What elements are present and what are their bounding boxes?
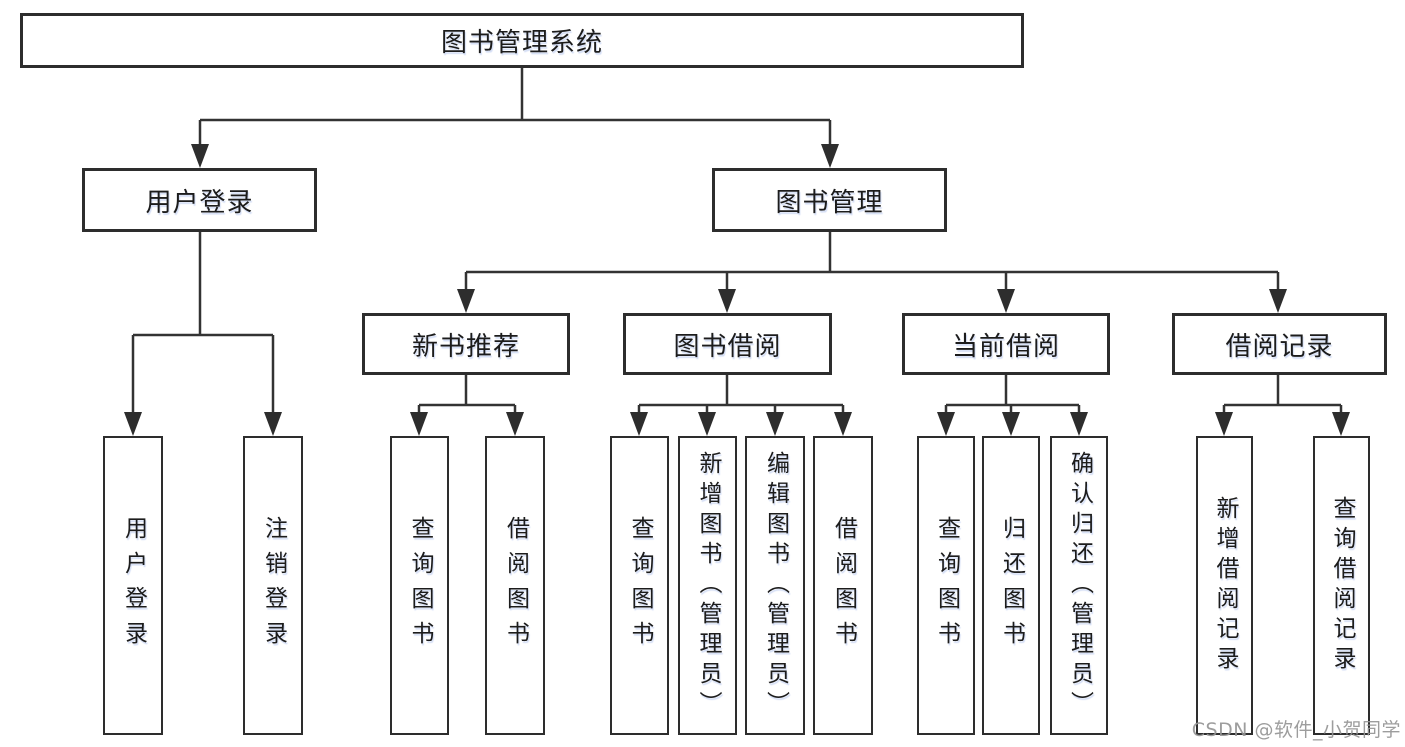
arrow-down-icon — [630, 412, 648, 436]
node-user-login: 用户登录 — [82, 168, 317, 232]
leaf-query-books-borrow: 查询图书 — [610, 436, 669, 735]
node-label: 借阅图书 — [502, 515, 529, 656]
leaf-borrow-books: 借阅图书 — [813, 436, 873, 735]
node-book-management: 图书管理 — [712, 168, 947, 232]
arrow-down-icon — [264, 412, 282, 436]
node-label: 查询借阅记录 — [1329, 495, 1355, 676]
node-label: 新增图书（管理员） — [695, 450, 721, 721]
node-label: 借阅记录 — [1225, 331, 1334, 362]
node-label: 归还图书 — [998, 515, 1025, 656]
connector-records-to-leaves — [1222, 375, 1343, 414]
node-label: 图书管理系统 — [440, 28, 603, 58]
node-label: 编辑图书（管理员） — [762, 450, 789, 721]
connector-newbook-to-leaves — [417, 375, 517, 414]
node-label: 用户登录 — [145, 187, 254, 218]
connector-current-to-leaves — [944, 375, 1081, 414]
connector-userlogin-to-leaves — [131, 232, 275, 414]
node-label: 借阅图书 — [830, 515, 857, 656]
arrow-down-icon — [506, 412, 524, 436]
arrow-down-icon — [698, 412, 716, 436]
node-label: 查询图书 — [627, 515, 653, 656]
node-current-borrow: 当前借阅 — [902, 313, 1110, 375]
leaf-logout: 注销登录 — [243, 436, 303, 735]
arrow-down-icon — [124, 412, 142, 436]
node-book-borrow: 图书借阅 — [623, 313, 832, 375]
leaf-add-book-admin: 新增图书（管理员） — [678, 436, 737, 735]
leaf-query-books-recommend: 查询图书 — [390, 436, 449, 735]
leaf-query-books-current: 查询图书 — [917, 436, 975, 735]
node-label: 新增借阅记录 — [1212, 495, 1238, 676]
leaf-return-book: 归还图书 — [982, 436, 1040, 735]
arrow-down-icon — [191, 144, 209, 168]
arrow-down-icon — [1070, 412, 1088, 436]
node-label: 新书推荐 — [411, 331, 520, 362]
connector-paths — [131, 68, 1343, 414]
leaf-borrow-books-recommend: 借阅图书 — [485, 436, 545, 735]
arrow-down-icon — [457, 289, 475, 313]
connector-bookmgmt-to-level3 — [464, 232, 1280, 291]
node-label: 注销登录 — [260, 515, 287, 656]
node-label: 当前借阅 — [951, 331, 1060, 362]
arrow-down-icon — [410, 412, 428, 436]
connector-borrow-to-leaves — [637, 375, 845, 414]
leaf-add-borrow-record: 新增借阅记录 — [1196, 436, 1253, 735]
node-new-book-recommend: 新书推荐 — [362, 313, 570, 375]
leaf-confirm-return-admin: 确认归还（管理员） — [1050, 436, 1108, 735]
node-label: 确认归还（管理员） — [1066, 450, 1093, 721]
arrow-down-icon — [1002, 412, 1020, 436]
arrow-down-icon — [1269, 289, 1287, 313]
arrow-down-icon — [834, 412, 852, 436]
connector-root-to-level2 — [198, 68, 832, 146]
node-borrow-records: 借阅记录 — [1172, 313, 1387, 375]
arrow-down-icon — [718, 289, 736, 313]
leaf-edit-book-admin: 编辑图书（管理员） — [745, 436, 805, 735]
leaf-user-login: 用户登录 — [103, 436, 163, 735]
node-label: 查询图书 — [407, 515, 433, 656]
watermark: CSDN @软件_小贺同学 — [1191, 719, 1401, 741]
arrow-down-icon — [821, 144, 839, 168]
node-label: 用户登录 — [120, 515, 147, 656]
arrow-down-icon — [937, 412, 955, 436]
leaf-query-borrow-record: 查询借阅记录 — [1313, 436, 1370, 735]
arrow-down-icon — [1215, 412, 1233, 436]
node-label: 图书借阅 — [673, 331, 782, 362]
arrow-down-icon — [997, 289, 1015, 313]
node-label: 图书管理 — [775, 187, 884, 218]
node-library-system: 图书管理系统 — [20, 13, 1024, 68]
arrowheads — [124, 144, 1350, 436]
arrow-down-icon — [766, 412, 784, 436]
arrow-down-icon — [1332, 412, 1350, 436]
node-label: 查询图书 — [933, 515, 960, 656]
